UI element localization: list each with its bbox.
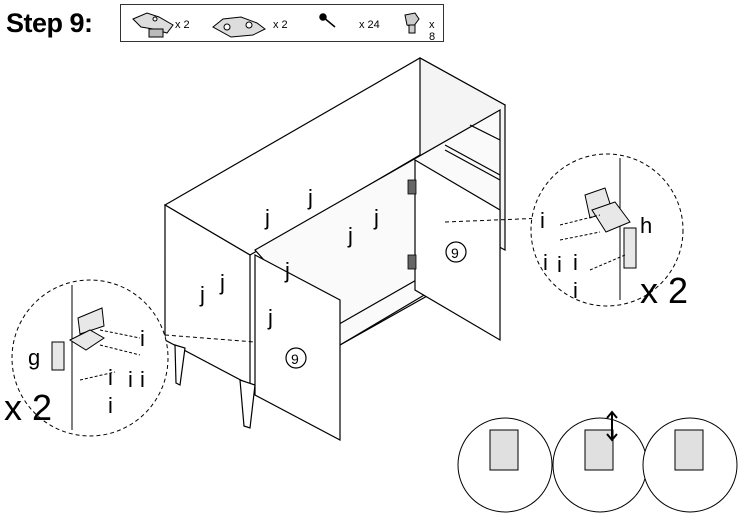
multiplier-right: x 2	[640, 270, 688, 311]
label-j-2: j	[307, 185, 313, 210]
label-i-r2: i	[543, 250, 548, 275]
bracket-icon	[404, 12, 420, 34]
label-i-l1: i	[140, 326, 145, 351]
label-i-r3: i	[557, 252, 562, 277]
label-j-3: j	[347, 223, 353, 248]
hinge-top	[407, 179, 417, 195]
left-detail-view	[11, 279, 169, 437]
label-j-5: j	[284, 258, 290, 283]
label-i-l4: i	[140, 367, 145, 392]
parts-list: x 2 x 2 x 24 x 8	[120, 4, 444, 43]
label-i-r4: i	[573, 250, 578, 275]
hinge-plate-icon	[212, 16, 266, 38]
label-h: h	[640, 213, 652, 238]
label-j-1: j	[264, 205, 270, 230]
hinge-qty: x 2	[175, 19, 190, 31]
label-i-l5: i	[108, 393, 113, 418]
step-title: Step 9:	[6, 8, 93, 38]
left-door	[254, 254, 341, 441]
label-j-7: j	[219, 270, 225, 295]
right-detail-view	[530, 153, 684, 307]
leg-front-left	[174, 344, 186, 386]
hinge-adjustment-views	[457, 410, 738, 513]
hinge-icon	[132, 12, 174, 38]
screw-qty: x 24	[359, 19, 380, 31]
door-number-left: 9	[285, 347, 307, 369]
bracket-qty: x 8	[429, 19, 436, 43]
label-j-4: j	[373, 205, 379, 230]
leg-front	[239, 379, 256, 429]
hinge-bottom	[407, 254, 417, 270]
label-i-l3: i	[128, 367, 133, 392]
door-number-left-text: 9	[291, 351, 299, 367]
label-i-r5: i	[573, 278, 578, 303]
label-i-l2: i	[108, 365, 113, 390]
label-g: g	[28, 345, 40, 370]
parts-icons	[132, 12, 420, 38]
hinge-plate-qty: x 2	[273, 19, 288, 31]
label-i-r1: i	[540, 208, 545, 233]
door-number-right: 9	[445, 241, 467, 263]
screw-icon	[319, 13, 336, 28]
label-j-6: j	[199, 282, 205, 307]
door-number-right-text: 9	[451, 245, 459, 261]
label-j-8: j	[267, 305, 273, 330]
multiplier-left: x 2	[4, 387, 52, 428]
